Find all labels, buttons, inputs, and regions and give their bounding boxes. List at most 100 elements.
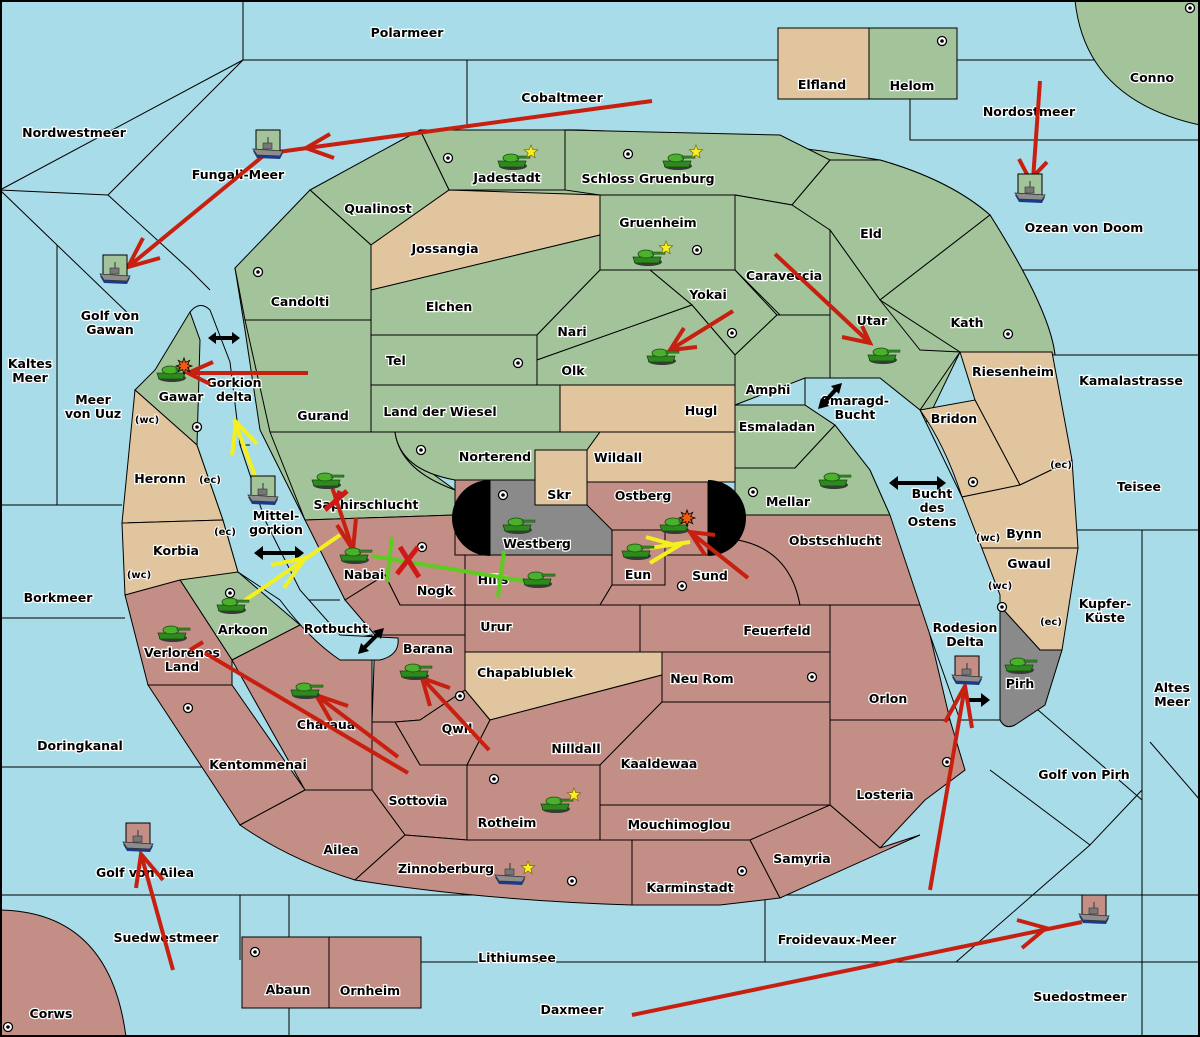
province-label-urur: Urur <box>480 619 512 634</box>
province-label-bridon: Bridon <box>931 411 977 426</box>
province-label-gwaul: Gwaul <box>1007 556 1050 571</box>
fleet-unit-icon[interactable] <box>247 475 279 505</box>
sea-label-mittel-gorkion: Mittel-gorkion <box>249 508 303 537</box>
province-label-tel: Tel <box>386 353 406 368</box>
continent <box>121 129 1079 906</box>
sea-label-suedostmeer: Suedostmeer <box>1033 989 1127 1004</box>
impassable-east <box>708 480 746 556</box>
province-karminstadt <box>631 839 781 906</box>
fleet-unit-icon[interactable] <box>494 860 536 885</box>
move-order <box>928 680 974 891</box>
fleet-unit-icon[interactable] <box>252 129 284 159</box>
province-label-skr: Skr <box>547 487 571 502</box>
province-gruenheim <box>599 194 736 271</box>
sea-label-doringkanal: Doringkanal <box>37 738 123 753</box>
fleet-unit-icon[interactable] <box>99 254 131 284</box>
fleet-unit-icon[interactable] <box>122 822 154 852</box>
province-label-abaun: Abaun <box>266 982 311 997</box>
army-unit-icon[interactable] <box>1004 657 1038 674</box>
province-candolti <box>234 189 372 321</box>
province-label-gruenheim: Gruenheim <box>619 215 696 230</box>
failed-order-x-icon <box>395 545 422 579</box>
army-unit-icon[interactable] <box>659 508 697 534</box>
supply-center-icon <box>182 702 194 714</box>
army-unit-icon[interactable] <box>502 517 536 534</box>
province-ornheim <box>328 936 422 1009</box>
double-arrow-icon <box>254 546 304 560</box>
army-unit-icon[interactable] <box>497 144 539 170</box>
sea-label-nordostmeer: Nordostmeer <box>983 104 1076 119</box>
province-label-norterend: Norterend <box>459 449 531 464</box>
province-label-barana: Barana <box>403 641 453 656</box>
army-unit-icon[interactable] <box>540 787 582 813</box>
supply-center-icon <box>252 266 264 278</box>
army-unit-icon[interactable] <box>632 240 674 266</box>
province-label-qualinost: Qualinost <box>344 201 411 216</box>
province-verlorenes-land <box>124 579 233 686</box>
province-label-neu-rom: Neu Rom <box>670 671 733 686</box>
province-label-gurand: Gurand <box>297 408 349 423</box>
army-unit-icon[interactable] <box>818 472 852 489</box>
province-label-jossangia: Jossangia <box>410 241 478 256</box>
army-unit-icon[interactable] <box>156 356 194 382</box>
province-label-heronn: Heronn <box>134 471 186 486</box>
supply-center-icon <box>1184 2 1196 14</box>
army-unit-icon[interactable] <box>157 625 191 642</box>
fleet-unit-icon[interactable] <box>1078 894 1110 924</box>
province-label-nilldall: Nilldall <box>551 741 600 756</box>
fleet-unit-icon[interactable] <box>1014 173 1046 203</box>
province-label-pirh: Pirh <box>1006 676 1035 691</box>
sea-label-cobaltmeer: Cobaltmeer <box>521 90 603 105</box>
army-unit-icon[interactable] <box>646 348 680 365</box>
army-unit-icon[interactable] <box>399 663 433 680</box>
move-order <box>773 252 874 346</box>
coast-label: (ec) <box>214 527 236 538</box>
province-label-bynn: Bynn <box>1006 526 1041 541</box>
province-label-nari: Nari <box>557 324 586 339</box>
support-order <box>242 533 342 603</box>
supply-center-icon <box>442 152 454 164</box>
supply-center-icon <box>497 489 509 501</box>
army-unit-icon[interactable] <box>621 543 655 560</box>
province-label-samyria: Samyria <box>773 851 831 866</box>
supply-center-icon <box>454 690 466 702</box>
sea-label-borkmeer: Borkmeer <box>24 590 94 605</box>
army-unit-icon[interactable] <box>216 597 250 614</box>
province-label-helom: Helom <box>890 78 935 93</box>
double-arrow-icon <box>818 383 842 409</box>
province-label-candolti: Candolti <box>271 294 330 309</box>
province-label-sund: Sund <box>692 568 728 583</box>
army-unit-icon[interactable] <box>522 571 556 588</box>
sea-label-froidevaux-meer: Froidevaux-Meer <box>778 932 897 947</box>
fleet-unit-icon[interactable] <box>951 655 983 685</box>
army-unit-icon[interactable] <box>339 547 373 564</box>
province-label-hugl: Hugl <box>685 403 718 418</box>
supply-center-icon <box>691 244 703 256</box>
supply-center-icon <box>936 35 948 47</box>
coast-label: (ec) <box>1050 460 1072 471</box>
province-conno <box>1074 0 1200 126</box>
province-label-westberg: Westberg <box>503 536 571 551</box>
army-unit-icon[interactable] <box>867 347 901 364</box>
province-label-losteria: Losteria <box>856 787 913 802</box>
army-unit-icon[interactable] <box>662 144 704 170</box>
province-label-rotheim: Rotheim <box>478 815 537 830</box>
sea-label-lithiumsee: Lithiumsee <box>478 950 556 965</box>
province-label-utar: Utar <box>857 313 889 328</box>
supply-center-icon <box>726 327 738 339</box>
supply-center-icon <box>736 865 748 877</box>
sea-label-ozean-von-doom: Ozean von Doom <box>1025 220 1144 235</box>
move-order <box>188 640 410 775</box>
sea-label-nordwestmeer: Nordwestmeer <box>22 125 127 140</box>
army-unit-icon[interactable] <box>290 682 324 699</box>
supply-center-icon <box>566 875 578 887</box>
army-unit-icon[interactable] <box>311 472 345 489</box>
